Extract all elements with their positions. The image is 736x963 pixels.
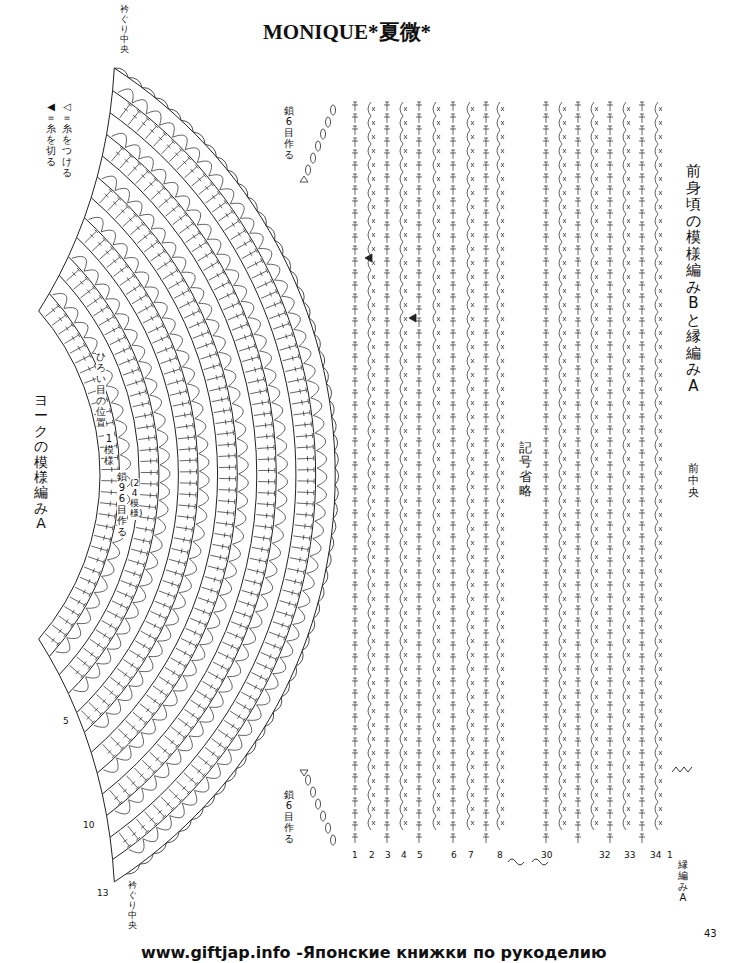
- yoke-edge: [39, 68, 115, 882]
- section-title: 前身頃の模様編みBと縁編みA: [686, 162, 701, 395]
- chain-column: [591, 102, 598, 830]
- row-number: 3: [384, 850, 392, 860]
- stitch-column: [575, 102, 581, 843]
- cut-yarn-mark: [365, 254, 416, 322]
- join-yarn-mark: [300, 176, 308, 776]
- row-number: 7: [467, 850, 475, 860]
- stitch-column: [639, 102, 645, 843]
- row-number: 30: [540, 850, 553, 860]
- legend-entry: ◁＝糸をつける: [62, 100, 72, 179]
- stitch-post: [100, 189, 236, 758]
- row-number: 13: [96, 888, 109, 898]
- chain-column: [368, 102, 375, 830]
- chain-column: [497, 102, 504, 830]
- chain-loop: [53, 293, 131, 652]
- row-number: 34: [649, 850, 662, 860]
- row-number: 4: [400, 850, 408, 860]
- section-title: ヨークの模様編みA: [34, 392, 48, 533]
- front-center-note: 前中央: [688, 462, 699, 500]
- stitch-post: [66, 268, 157, 678]
- chain-note: 鎖6目作る: [284, 104, 294, 161]
- stitch-column: [607, 102, 613, 843]
- row-number: 1: [666, 850, 674, 860]
- stitch-column: [543, 102, 549, 843]
- row-number: 10: [82, 820, 95, 830]
- chain-column: [433, 102, 440, 830]
- row-number: 8: [496, 850, 504, 860]
- watermark: www.giftjap.info -Японские книжки по рук…: [140, 943, 608, 962]
- row-number: 5: [416, 850, 424, 860]
- stitch-column: [384, 102, 390, 843]
- stitch-column: [416, 102, 422, 843]
- chain-note: 鎖6目作る: [284, 788, 294, 845]
- page-number: 43: [703, 928, 718, 939]
- chain-column: [623, 102, 630, 830]
- section-title: 縁編みA: [678, 858, 688, 904]
- stitch-post: [110, 147, 275, 805]
- chain-column: [467, 102, 474, 830]
- edge-scallop: [114, 68, 338, 874]
- row-number: 32: [598, 850, 611, 860]
- edge-zigzag: [672, 767, 692, 772]
- omission-note: 記号省略: [519, 440, 532, 499]
- row-number: 1: [351, 850, 359, 860]
- chain-column: [559, 102, 566, 830]
- row-arc: [39, 68, 336, 882]
- foundation-note: 鎖96目作る: [117, 470, 127, 538]
- pickup-note: ひろい目の位置: [96, 350, 106, 429]
- neck-center-note: 衿ぐり中央: [128, 880, 137, 931]
- chain-loop: [89, 217, 210, 727]
- row-number: 6: [450, 850, 458, 860]
- chain-column: [400, 102, 407, 830]
- chain-loop: [118, 89, 327, 853]
- chain-column: [655, 102, 662, 830]
- stitch-column: [450, 102, 456, 843]
- stitch-post: [119, 103, 314, 847]
- stitch-column: [483, 102, 489, 843]
- chain-stitch: [306, 105, 336, 845]
- row-number: 5: [62, 716, 70, 726]
- row-number: 2: [368, 850, 376, 860]
- neck-center-note: 衿ぐり中央: [120, 4, 129, 55]
- row-number: 33: [623, 850, 636, 860]
- stitch-post: [45, 304, 118, 646]
- page-title: MONIQUE*夏微*: [262, 18, 432, 46]
- legend-entry: ◀＝糸を切る: [46, 100, 56, 168]
- repeat-note: 1模様: [104, 432, 114, 467]
- chain-loop: [72, 256, 170, 691]
- chain-loop: [102, 176, 249, 772]
- chain-loop: [112, 133, 288, 814]
- repeat-count: (24模様): [130, 478, 139, 520]
- stitch-column: [352, 102, 358, 843]
